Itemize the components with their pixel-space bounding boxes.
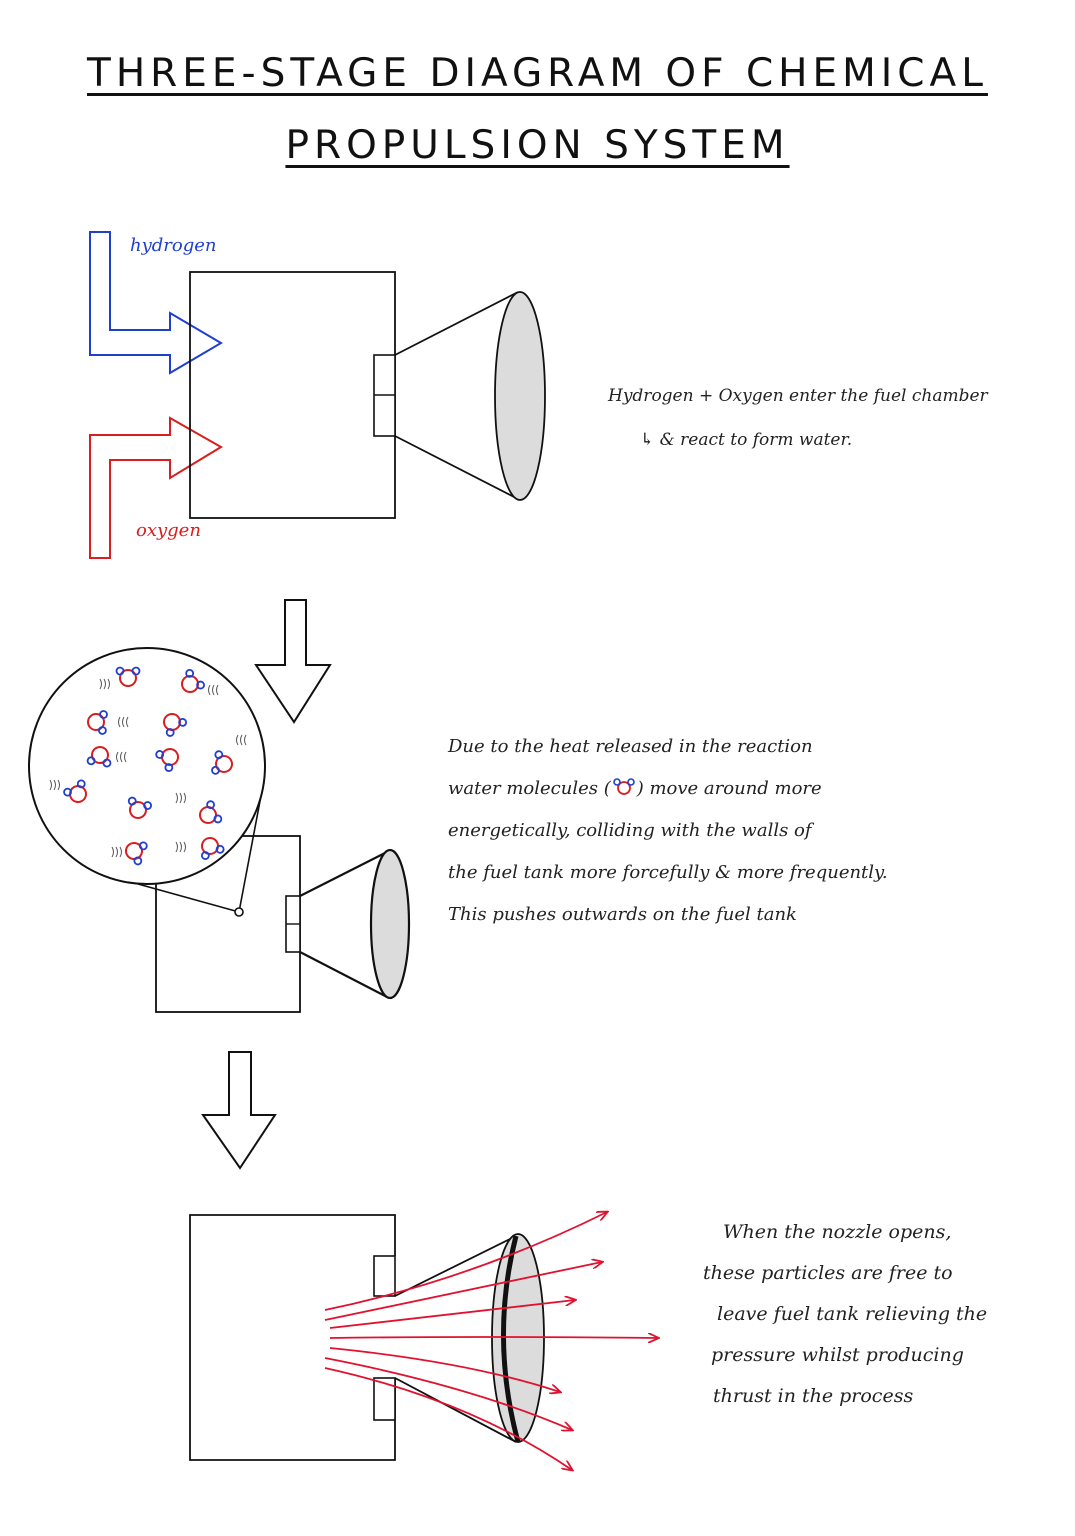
nozzle-exit [369,848,411,1000]
exhaust-arrow [324,1367,572,1470]
water-molecule [125,841,148,866]
stage-3-line-3: leave fuel tank relieving the [717,1303,988,1325]
exhaust-arrow [324,1262,602,1321]
water-molecule [63,779,87,803]
page-title: THREE-STAGE DIAGRAM OF CHEMICAL PROPULSI… [0,38,1075,182]
water-molecule [87,710,108,735]
water-molecule-icon [612,778,635,795]
motion-mark [49,779,52,791]
fuel-chamber [189,271,396,519]
exhaust-arrow [329,1347,560,1392]
nozzle-valve-upper [373,1255,396,1297]
oxygen-inlet-arrow [89,416,223,559]
hydrogen-inlet-arrow [89,231,223,375]
title-line-2: PROPULSION SYSTEM [285,123,790,168]
nozzle-cone [394,291,519,500]
motion-mark [99,678,102,690]
water-molecule [199,800,223,824]
water-molecule [86,746,112,768]
motion-mark [244,734,247,746]
motion-mark [116,751,119,763]
motion-mark [175,792,178,804]
motion-mark [179,841,182,853]
water-molecule [127,796,153,819]
stage-3-diagram [189,1212,658,1470]
stage-2-line-2a: water molecules ( [448,778,611,799]
stage-1-description: Hydrogen + Oxygen enter the fuel chamber… [608,374,988,462]
water-molecule [181,668,205,693]
stage-3-description: When the nozzle opens, these particles a… [703,1212,987,1417]
stage-2-line-4: the fuel tank more forcefully & more fre… [448,862,888,883]
nozzle-exit [494,291,546,501]
exhaust-flow [324,1212,658,1470]
motion-mark [175,841,178,853]
stage-1-line-1: Hydrogen + Oxygen enter the fuel chamber [608,386,988,406]
motion-mark [212,684,215,696]
stage-3-line-4: pressure whilst producing [711,1344,964,1366]
magnifier-circle [28,647,266,885]
stage-transition-arrow-1 [254,599,332,724]
water-molecules [63,666,233,866]
stage-1-diagram [89,231,546,559]
water-molecule [155,748,179,772]
fuel-tank-open [189,1214,396,1461]
nozzle-cone [394,1235,517,1443]
nozzle-valve-lower [373,1377,396,1421]
stage-2-line-5: This pushes outwards on the fuel tank [448,904,797,925]
stage-2-diagram [28,647,411,1013]
stage-1-line-2: ↳ & react to form water. [640,430,853,450]
nozzle-cone [299,850,390,999]
exhaust-arrow [329,1337,658,1338]
motion-marks [49,678,247,858]
motion-mark [107,678,110,690]
motion-mark [236,734,239,746]
motion-mark [124,751,127,763]
motion-mark [115,846,118,858]
stage-2-line-2b: ) move around more [636,778,822,799]
hydrogen-label: hydrogen [130,235,217,256]
exhaust-arrow [324,1357,572,1430]
stage-2-line-2: water molecules ( ) move around more [448,768,888,810]
motion-mark [103,678,106,690]
motion-mark [118,716,121,728]
motion-mark [183,792,186,804]
motion-mark [111,846,114,858]
motion-mark [119,846,122,858]
stage-2-line-3: energetically, colliding with the walls … [448,820,812,841]
water-molecule [200,837,225,860]
stage-3-line-1: When the nozzle opens, [723,1221,952,1243]
motion-mark [179,792,182,804]
motion-mark [122,716,125,728]
motion-mark [126,716,129,728]
motion-mark [216,684,219,696]
stage-2-description: Due to the heat released in the reaction… [448,726,888,936]
title-line-1: THREE-STAGE DIAGRAM OF CHEMICAL [87,51,988,96]
oxygen-label: oxygen [136,520,201,541]
water-molecule [211,750,233,775]
motion-mark [208,684,211,696]
motion-mark [240,734,243,746]
water-molecule [115,666,141,687]
motion-mark [120,751,123,763]
exhaust-arrow [329,1300,575,1329]
motion-mark [53,779,56,791]
exhaust-arrow [324,1212,607,1311]
water-molecule [163,713,188,737]
stage-transition-arrow-2 [201,1051,277,1170]
stage-3-line-5: thrust in the process [713,1385,914,1407]
stage-3-line-2: these particles are free to [703,1262,953,1284]
motion-mark [57,779,60,791]
motion-mark [183,841,186,853]
stage-2-line-1: Due to the heat released in the reaction [448,736,813,757]
